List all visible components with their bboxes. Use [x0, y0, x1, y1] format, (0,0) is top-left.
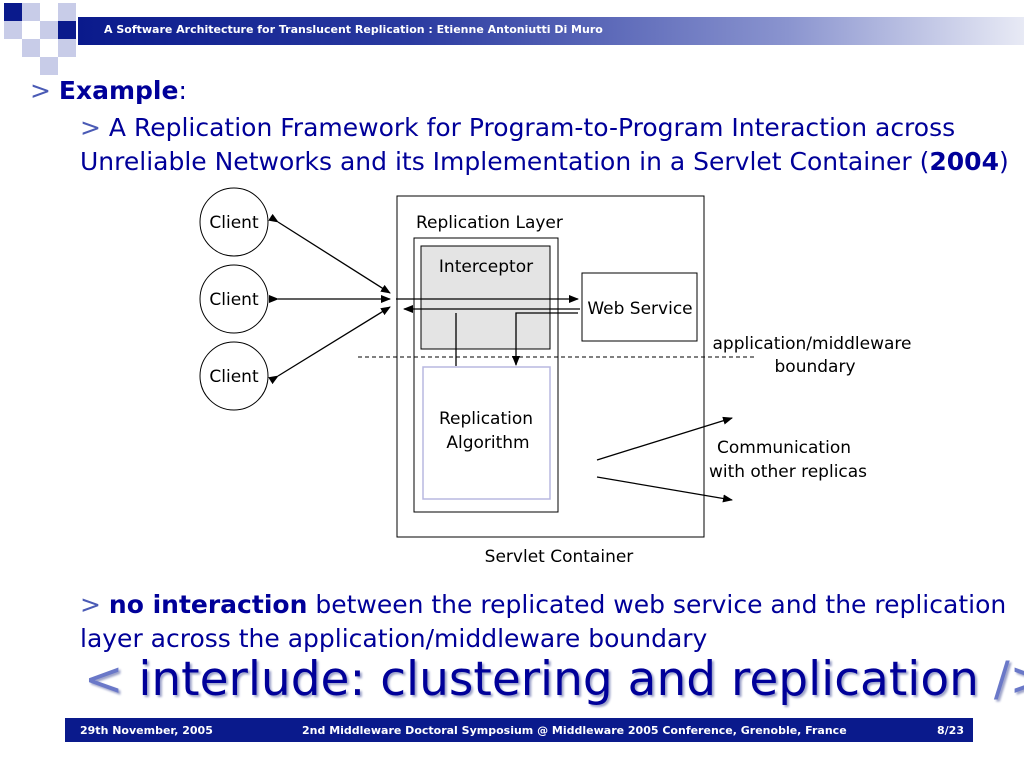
replication-algorithm-box — [422, 366, 551, 500]
client-label: Client — [209, 290, 259, 310]
replication-layer-box — [413, 237, 559, 513]
example-label: Example — [58, 76, 179, 105]
interlude-open: < — [84, 652, 139, 707]
footer-event: 2nd Middleware Doctoral Symposium @ Midd… — [302, 724, 847, 737]
subtitle-text: A Replication Framework for Program-to-P… — [80, 113, 956, 176]
example-heading: > Example: — [30, 76, 187, 105]
client-node-1: Client — [199, 187, 269, 257]
replica-communication-arrows — [596, 416, 733, 503]
note-marker: > — [80, 590, 109, 619]
replication-algorithm-label-1: Replication — [439, 409, 533, 429]
web-service-box — [581, 272, 698, 342]
communication-label-1: Communication — [717, 438, 851, 458]
interceptor-box — [420, 245, 551, 350]
boundary-label-2: boundary — [775, 357, 856, 377]
interceptor-flow-arrows — [396, 295, 580, 366]
subtitle-year: 2004 — [929, 147, 999, 176]
header-bar — [78, 17, 1024, 45]
web-service-label: Web Service — [587, 299, 692, 319]
servlet-container-label: Servlet Container — [485, 547, 634, 567]
header-title: A Software Architecture for Translucent … — [104, 23, 603, 36]
footer-date: 29th November, 2005 — [80, 724, 213, 737]
note-rest: between the replicated web service and t… — [80, 590, 1007, 653]
example-colon: : — [178, 76, 187, 105]
communication-label-2: with other replicas — [709, 462, 867, 482]
footer-bar — [65, 718, 973, 742]
subtitle-marker: > — [80, 113, 109, 142]
interlude-heading: < interlude: clustering and replication … — [84, 652, 1024, 707]
interlude-text: interlude: clustering and replication — [138, 652, 979, 707]
client-node-2: Client — [199, 264, 269, 334]
paper-title: > A Replication Framework for Program-to… — [80, 111, 1015, 179]
client-label: Client — [209, 213, 259, 233]
boundary-label-1: application/middleware — [713, 334, 912, 354]
servlet-container-box — [396, 195, 705, 538]
interceptor-label: Interceptor — [439, 257, 533, 277]
note-text: > no interaction between the replicated … — [80, 588, 1020, 656]
footer-page-number: 8/23 — [937, 724, 964, 737]
client-label: Client — [209, 367, 259, 387]
note-bold: no interaction — [108, 590, 308, 619]
interlude-close: /> — [993, 652, 1024, 707]
subtitle-close: ) — [998, 147, 1009, 176]
bullet-marker: > — [30, 76, 51, 105]
client-arrows — [268, 213, 391, 385]
replication-algorithm-label-2: Algorithm — [446, 433, 529, 453]
replication-layer-label: Replication Layer — [416, 213, 563, 233]
client-node-3: Client — [199, 341, 269, 411]
